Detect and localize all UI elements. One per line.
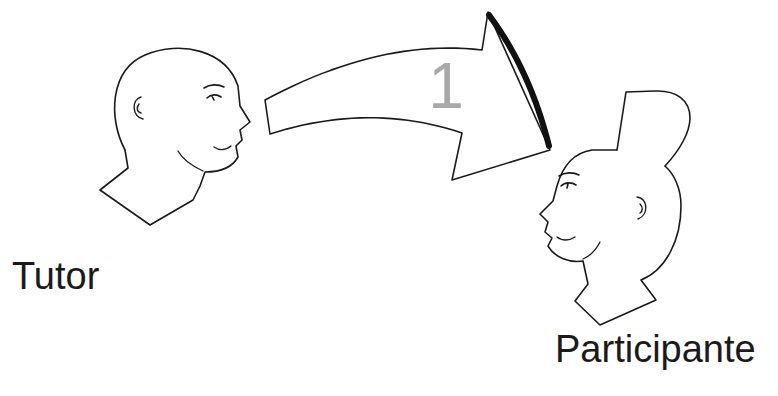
person-label: Participante [555,330,756,368]
tutor-head: Tutor [10,40,265,302]
head-line [540,150,681,325]
block-arrow [265,12,550,180]
head-line [207,95,221,100]
person-label: Tutor [12,257,99,295]
head-line [557,237,575,240]
head-line [204,85,224,88]
head-line [178,151,203,171]
head-line [617,91,690,166]
head-line [100,48,250,225]
head-line [559,173,579,176]
step-number: 1 [428,54,464,118]
arrow-shadow [489,15,549,146]
head-line [583,242,600,259]
head-line [134,97,143,119]
head-line [214,146,231,150]
arrow-body [265,12,550,180]
head-line [637,197,646,219]
participant-head: Participante [550,88,776,390]
head-line [561,183,576,188]
